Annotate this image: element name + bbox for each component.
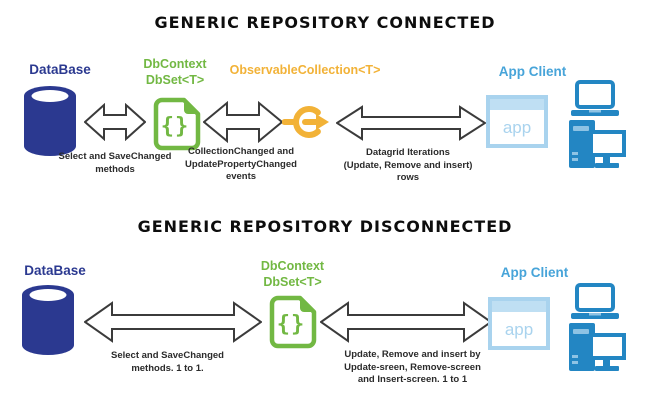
database-icon (22, 285, 74, 355)
arrow-database-dbcontext (84, 103, 146, 141)
section-connected-title: GENERIC REPOSITORY CONNECTED (154, 13, 496, 32)
json-file-icon: {} (153, 97, 201, 151)
caption-dbcontext-appclient: Update, Remove and insert by Update-sree… (344, 349, 481, 386)
caption-database-dbcontext: Select and SaveChanged methods. 1 to 1. (111, 350, 224, 374)
app-window-icon: app (486, 95, 548, 148)
braces-glyph: {} (161, 114, 190, 139)
caption-collection-appclient: Datagrid Iterations (Update, Remove and … (343, 147, 473, 184)
caption-dbcontext-collection: CollectionChanged and UpdatePropertyChan… (185, 146, 297, 183)
braces-glyph: {} (277, 312, 306, 337)
sync-event-icon (282, 106, 329, 138)
app-window-icon: app (488, 297, 550, 350)
arrow-dbcontext-collection (203, 101, 283, 143)
json-file-icon: {} (269, 295, 317, 349)
app-client-label: App Client (500, 265, 569, 280)
dbcontext-label: DbContext DbSet<T> (143, 57, 207, 87)
database-label: DataBase (29, 62, 91, 77)
client-devices-icon (569, 80, 626, 168)
app-client-label: App Client (498, 64, 567, 79)
client-devices-icon (569, 283, 626, 371)
dbcontext-label: DbContext DbSet<T> (260, 259, 325, 289)
arrow-dbcontext-appclient (320, 301, 492, 343)
app-window-text: app (505, 320, 533, 339)
app-window-text: app (503, 118, 531, 137)
arrow-database-dbcontext (84, 301, 262, 343)
section-disconnected-title: GENERIC REPOSITORY DISCONNECTED (137, 217, 513, 236)
caption-database-dbcontext: Select and SaveChanged methods (58, 151, 172, 175)
database-label: DataBase (24, 263, 86, 278)
arrow-collection-appclient (336, 105, 486, 141)
database-icon (24, 86, 76, 156)
observable-collection-label: ObservableCollection<T> (229, 63, 381, 77)
